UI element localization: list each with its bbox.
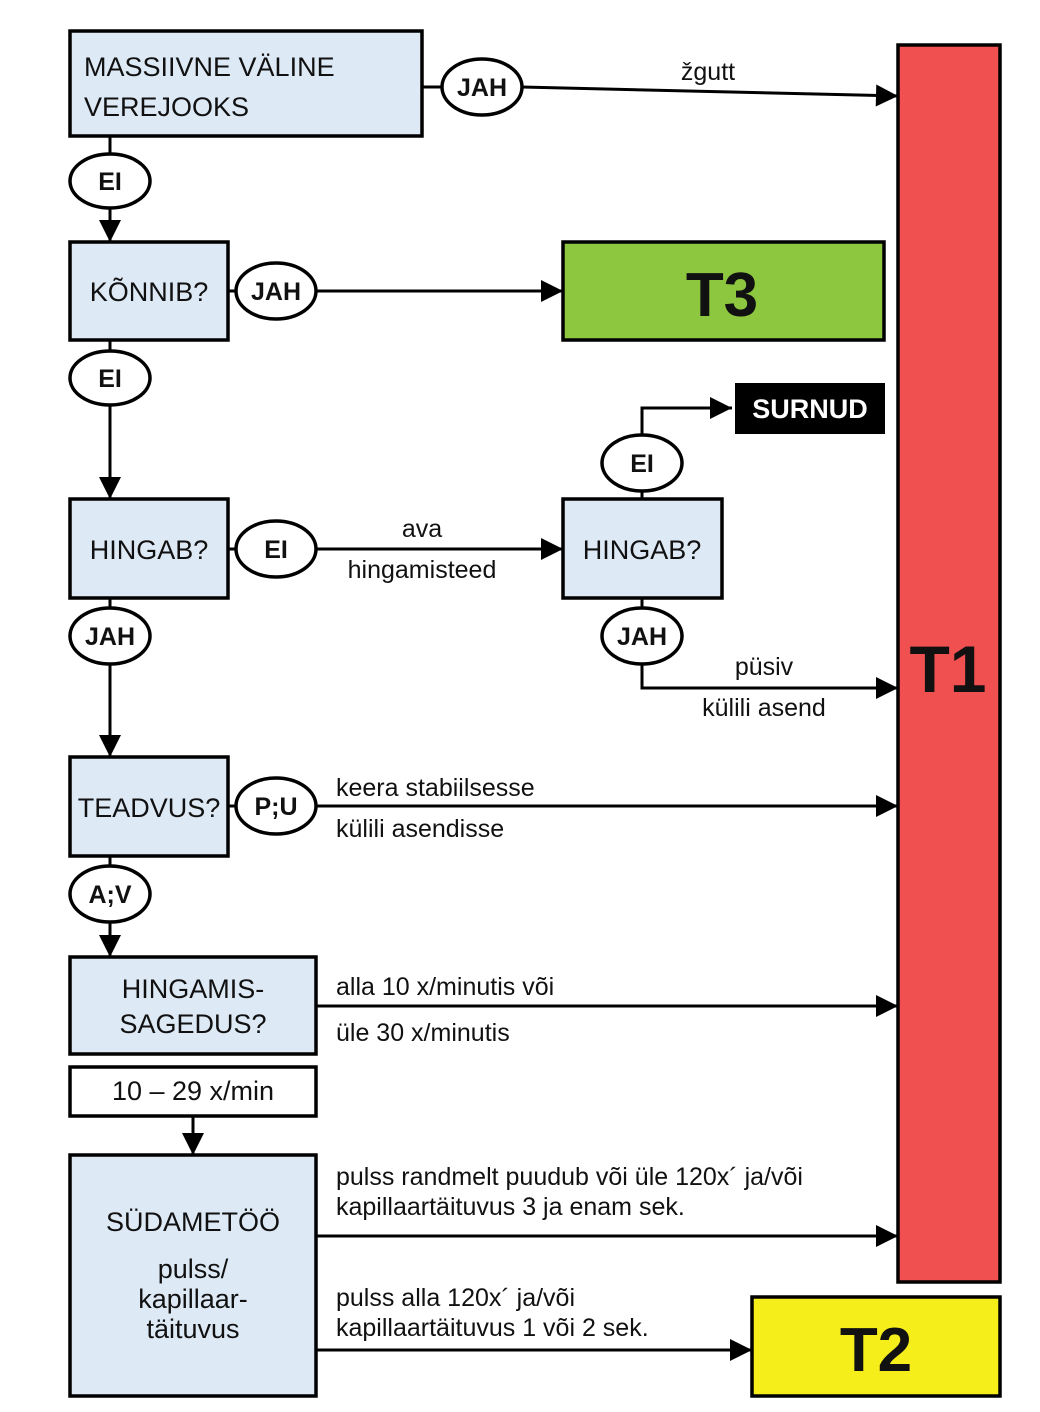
dead-label: SURNUD xyxy=(752,394,868,424)
consciousness-node xyxy=(68,755,230,858)
bleeding-text-1: MASSIIVNE VÄLINE xyxy=(84,52,335,82)
bleeding-no-label: EI xyxy=(98,168,122,196)
pulse-ok-label-1: pulss alla 120x´ ja/või xyxy=(336,1284,575,1312)
pulse-bad-label-2: kapillaartäituvus 3 ja enam sek. xyxy=(336,1193,685,1221)
stable-label-2: külili asendisse xyxy=(336,815,504,843)
walking-yes-label: JAH xyxy=(251,278,301,306)
pulse-bad-label-1: pulss randmelt puudub või üle 120x´ ja/v… xyxy=(336,1163,803,1191)
cardiac-text-3: kapillaar- xyxy=(138,1284,248,1314)
cardiac-text-2: pulss/ xyxy=(158,1254,229,1284)
rate-label-2: üle 30 x/minutis xyxy=(336,1019,510,1047)
breathing2-no xyxy=(600,433,684,493)
bleeding-no xyxy=(68,152,152,210)
t1-label: T1 xyxy=(909,632,986,706)
consciousness-text: TEADVUS? xyxy=(78,793,221,823)
walking-node xyxy=(68,240,230,342)
bleeding-yes xyxy=(440,57,524,117)
tourniquet-label: žgutt xyxy=(681,58,735,86)
bleeding-text-2: VEREJOOKS xyxy=(84,92,249,122)
walking-text: KÕNNIB? xyxy=(90,276,209,307)
recovery-label-2: külili asend xyxy=(702,694,826,722)
resp-rate-text-2: SAGEDUS? xyxy=(119,1009,266,1039)
t3-label: T3 xyxy=(686,261,758,330)
consciousness-av xyxy=(68,864,152,924)
stable-label-1: keera stabiilsesse xyxy=(336,774,535,802)
breathing-yes xyxy=(68,606,152,666)
walking-no-label: EI xyxy=(98,365,122,393)
breathing-text: HINGAB? xyxy=(90,535,209,565)
bleeding-node xyxy=(68,29,424,138)
breathing-no-label: EI xyxy=(264,536,288,564)
rate-label-1: alla 10 x/minutis või xyxy=(336,973,554,1001)
airway-label-1: ava xyxy=(402,515,442,543)
breathing2-text: HINGAB? xyxy=(583,535,702,565)
bleeding-yes-label: JAH xyxy=(457,74,507,102)
consciousness-av-label: A;V xyxy=(88,881,131,909)
airway-label-2: hingamisteed xyxy=(348,556,497,584)
resp-rate-text-1: HINGAMIS- xyxy=(122,974,265,1004)
t2-category xyxy=(750,1295,1002,1398)
walking-yes xyxy=(234,261,318,321)
cardiac-text-4: täituvus xyxy=(146,1314,239,1344)
pulse-ok-label-2: kapillaartäituvus 1 või 2 sek. xyxy=(336,1314,649,1342)
consciousness-pu-label: P;U xyxy=(254,793,297,821)
resp-range-text: 10 – 29 x/min xyxy=(112,1076,274,1106)
recovery-label-1: püsiv xyxy=(735,653,794,681)
t1-category xyxy=(896,43,1002,1284)
breathing-no xyxy=(234,519,318,579)
breathing2-no-label: EI xyxy=(630,450,654,478)
cardiac-text-1: SÜDAMETÖÖ xyxy=(106,1207,280,1237)
walking-no xyxy=(68,349,152,407)
breathing-node xyxy=(68,497,230,600)
dead-category xyxy=(735,383,885,434)
resp-rate-node xyxy=(68,955,318,1056)
resp-range-node xyxy=(68,1065,318,1118)
consciousness-pu xyxy=(234,776,318,836)
breathing2-node xyxy=(561,497,724,600)
breathing2-yes xyxy=(600,606,684,666)
cardiac-node xyxy=(68,1153,318,1398)
t3-category xyxy=(561,240,886,342)
breathing2-yes-label: JAH xyxy=(617,623,667,651)
t2-label: T2 xyxy=(840,1316,912,1385)
breathing-yes-label: JAH xyxy=(85,623,135,651)
